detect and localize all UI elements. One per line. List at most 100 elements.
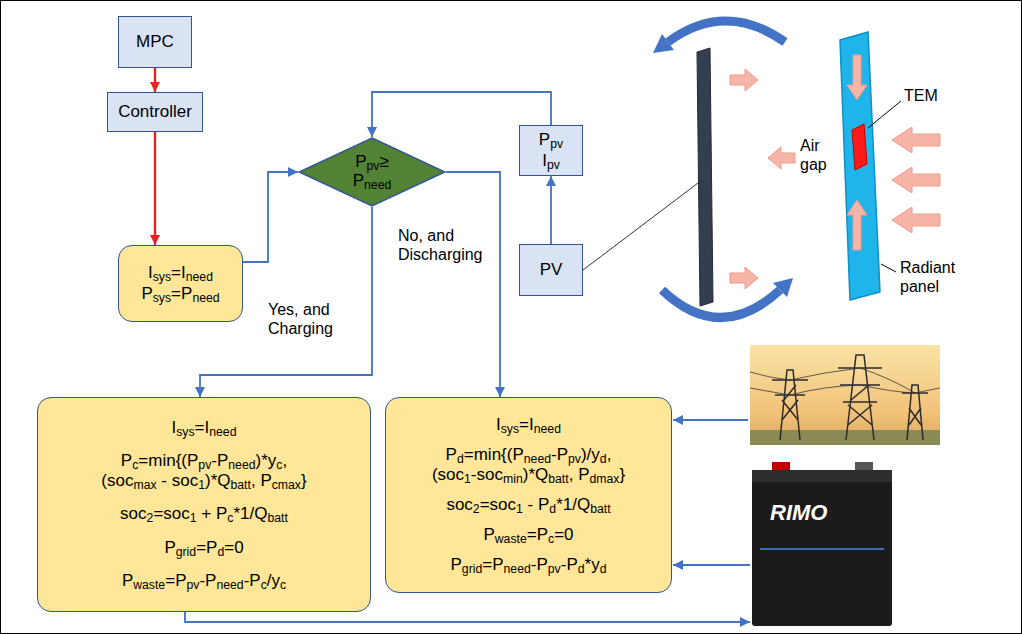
subscript: c [132, 458, 138, 472]
pv-panel [697, 48, 713, 306]
battery-wire [673, 564, 750, 566]
edge-label: Yes, and Charging [268, 300, 362, 338]
circulation-arrow-head [653, 34, 674, 53]
node-text: Isys=Ineed [172, 418, 237, 438]
subscript: d [457, 452, 464, 466]
subscript: need [504, 562, 531, 576]
subscript: 1 [198, 479, 205, 493]
subscript: pv [198, 458, 211, 472]
subscript: need [186, 271, 213, 285]
battery-body [752, 482, 892, 626]
subscript: sys [176, 425, 194, 439]
subscript: need [524, 452, 551, 466]
subscript: 1 [464, 472, 471, 486]
setpoint-box: Isys=IneedPsys=Pneed [118, 245, 243, 322]
charge-wire [185, 612, 750, 622]
formula-chunk: Pc=min{(Ppv-Pneed)*yc, [121, 451, 287, 470]
subscript: batt [590, 502, 610, 516]
heat-arrow [892, 207, 940, 233]
subscript: pv [367, 160, 380, 174]
flow-arrow [154, 68, 156, 92]
subscript: 2 [473, 502, 480, 516]
power-grid-picture [750, 345, 940, 445]
flow-arrow [446, 172, 500, 397]
node-text: Psys=Pneed [141, 284, 219, 304]
heat-arrow [847, 200, 867, 250]
heat-arrow [847, 55, 867, 100]
subscript: cmax [272, 479, 301, 493]
node-text: Ppv≥ Pneed [353, 153, 392, 190]
node-text: Isys=Ineed [496, 415, 561, 435]
node-text: Pgrid=Pneed-Ppv-Pd*yd [451, 555, 607, 575]
subscript: sys [153, 271, 171, 285]
subscript: 2 [147, 512, 154, 526]
part-label: TEM [904, 86, 938, 105]
formula-chunk: Pcmax} [260, 471, 306, 490]
subscript: sys [501, 422, 519, 436]
subscript: d [600, 452, 607, 466]
diamond-shape [299, 138, 445, 206]
subscript: waste [495, 532, 527, 546]
measurement-box: Ppv Ipv [519, 125, 583, 176]
circulation-arrow [662, 290, 780, 318]
subscript: 1 [190, 512, 197, 526]
heat-arrow [768, 147, 795, 169]
grid-wire [673, 419, 748, 421]
battery-picture [752, 462, 892, 626]
pylon [772, 370, 808, 440]
node-text: Controller [118, 102, 192, 122]
subscript: pv [550, 138, 563, 152]
battery-stripe [760, 548, 884, 550]
ground [750, 430, 940, 445]
battery-lid [752, 470, 892, 484]
subscript: max [133, 479, 156, 493]
subscript: d [549, 502, 556, 516]
subscript: waste [133, 578, 165, 592]
edge-label: No, and Discharging [398, 226, 494, 264]
subscript: need [228, 458, 255, 472]
node-text: Pwaste=Ppv-Pneed-Pc/yc [122, 571, 286, 591]
formula-chunk: Pdmax} [578, 465, 625, 484]
subscript: d [600, 562, 607, 576]
process-box: MPC [118, 16, 192, 68]
node-text: PV [540, 260, 563, 280]
node-text: Pgrid=Pd=0 [164, 538, 243, 558]
subscript: c [227, 512, 233, 526]
circulation-arrow [668, 21, 785, 42]
subscript: need [534, 422, 561, 436]
tem-module [852, 124, 867, 170]
subscript: c [548, 532, 554, 546]
formula-chunk: (soc1-socmin)*Qbatt, [432, 465, 573, 484]
process-box: Controller [107, 92, 203, 132]
subscript: batt [231, 479, 251, 493]
subscript: c [261, 578, 267, 592]
formula-chunk: (socmax - soc1)*Qbatt, [101, 471, 255, 490]
formula-chunk: Pd=min{(Pneed-Ppv)/yd, [446, 445, 612, 464]
subscript: grid [462, 562, 482, 576]
subscript: need [192, 291, 219, 305]
subscript: d [217, 545, 224, 559]
heat-arrow [892, 127, 940, 153]
subscript: pv [547, 158, 560, 172]
heat-arrow [892, 167, 940, 193]
subscript: batt [548, 472, 568, 486]
flow-arrow [550, 176, 552, 244]
node-text: Pd=min{(Pneed-Ppv)/yd, (soc1-socmin)*Qba… [396, 445, 661, 486]
subscript: pv [568, 452, 581, 466]
radiant-panel [840, 32, 880, 300]
brand-text: RIMO [770, 500, 827, 526]
node-text: Pwaste=Pc=0 [483, 525, 573, 545]
leader-line [583, 180, 702, 270]
heat-arrow [730, 69, 758, 91]
subscript: d [578, 562, 585, 576]
subscript: c [276, 458, 282, 472]
subscript: min [503, 472, 523, 486]
air-gap-label: Air gap [800, 136, 827, 174]
node-text: soc2=soc1 - Pd*1/Qbatt [446, 495, 610, 515]
circulation-arrow-head [773, 278, 793, 297]
charging-box: Isys=IneedPc=min{(Ppv-Pneed)*yc, (socmax… [37, 397, 371, 612]
power-line [750, 368, 940, 395]
